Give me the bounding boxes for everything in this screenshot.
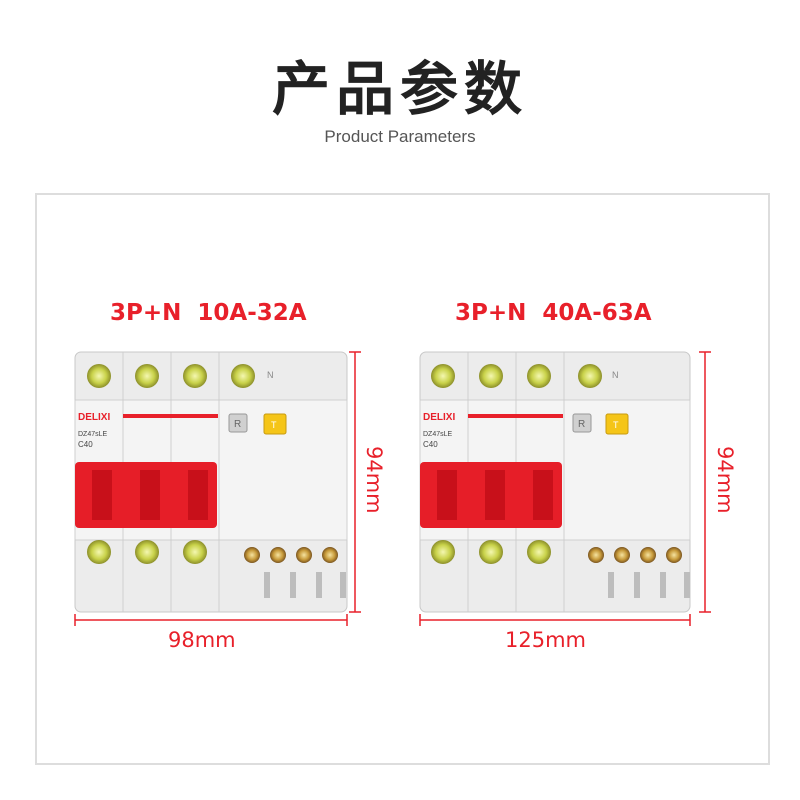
model-right: DZ47sLE	[423, 431, 453, 438]
dimension-lines	[74, 351, 711, 626]
breaker-left	[74, 351, 348, 613]
n-label-left: N	[267, 370, 274, 380]
brand-right: DELIXI	[423, 412, 455, 423]
page-title: 产品参数	[271, 55, 528, 123]
breaker-right	[419, 351, 691, 613]
width-label-left: 98mm	[168, 628, 236, 652]
t-label-left: T	[271, 420, 277, 430]
rating-right: C40	[423, 440, 438, 449]
spec-label-left: 3P+N 10A-32A	[110, 300, 307, 326]
height-label-right: 94mm	[713, 446, 737, 514]
page-subtitle: Product Parameters	[324, 127, 476, 146]
r-label-left: R	[234, 419, 241, 430]
t-label-right: T	[613, 420, 619, 430]
brand-left: DELIXI	[78, 412, 110, 423]
parameters-frame	[35, 193, 770, 765]
model-left: DZ47sLE	[78, 431, 108, 438]
height-label-left: 94mm	[362, 446, 386, 514]
width-label-right: 125mm	[505, 628, 586, 652]
n-label-right: N	[612, 370, 619, 380]
r-label-right: R	[578, 419, 585, 430]
rating-left: C40	[78, 440, 93, 449]
spec-label-right: 3P+N 40A-63A	[455, 300, 652, 326]
